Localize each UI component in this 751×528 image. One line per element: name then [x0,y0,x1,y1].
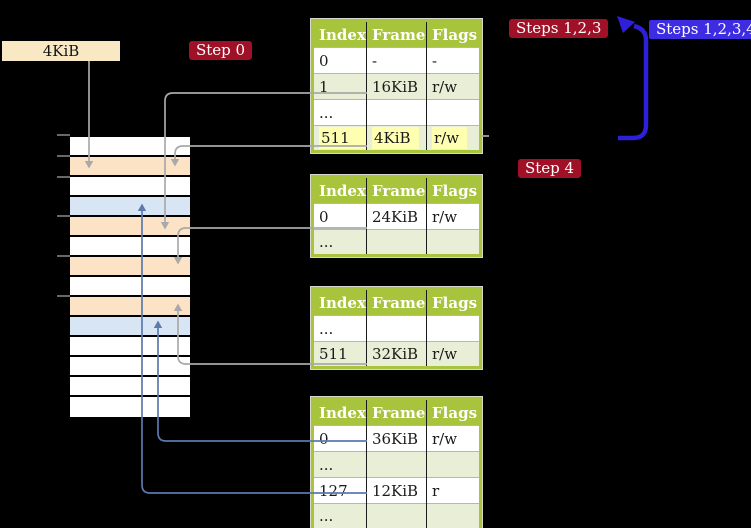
cell-index: 0 [312,47,367,74]
badge-step-4: Step 4 [518,159,582,178]
column-header-index: Index [312,288,367,316]
arrowhead-recursive-loop-arrow [617,16,635,33]
highlighted-value: 4KiB [371,127,419,149]
highlighted-value: 511 [319,127,366,149]
cell-index: 1 [312,73,367,100]
cell-frame [366,451,428,478]
memory-frame-row-6 [70,255,190,277]
column-header-flags: Flags [426,398,481,426]
memory-frame-row-12 [70,375,190,397]
cell-frame [366,503,428,528]
cell-index: 0 [312,203,367,230]
cell-flags [426,503,481,528]
memory-frame-row-1 [70,155,190,177]
cell-flags: - [426,47,481,74]
memory-frame-row-9 [70,315,190,337]
column-header-index: Index [312,20,367,48]
cell-flags: r/w [426,425,481,452]
cell-frame: 32KiB [366,341,428,368]
cell-index: ... [312,99,367,126]
column-header-frame: Frame [366,288,428,316]
cell-flags: r/w [426,203,481,230]
cell-frame: 24KiB [366,203,428,230]
cell-index: ... [312,315,367,342]
cell-index: ... [312,229,367,256]
column-header-index: Index [312,398,367,426]
cell-flags: r/w [426,341,481,368]
entry-row-dotsdotsdots: ... [312,229,481,256]
arrow-recursive-loop-arrow [618,23,649,141]
column-header-frame: Frame [366,176,428,204]
cell-index: 511 [312,125,367,152]
memory-frame-row-2 [70,175,190,197]
cell-frame: - [366,47,428,74]
badge-step-0: Step 0 [189,41,253,60]
badge-steps-1-2-3: Steps 1,2,3 [509,19,609,38]
entry-row-dotsdotsdots: ... [312,99,481,126]
memory-frame-row-8 [70,295,190,317]
cr3-frame-label: 4KiB [2,41,120,61]
cell-frame [366,315,428,342]
entry-row-dotsdotsdots: ... [312,451,481,478]
cell-flags: r/w [426,125,481,152]
entry-row-dotsdotsdots: ... [312,503,481,528]
cell-flags [426,229,481,256]
cell-frame: 16KiB [366,73,428,100]
column-header-frame: Frame [366,398,428,426]
cell-index: 127 [312,477,367,504]
cell-frame: 36KiB [366,425,428,452]
memory-frame-row-7 [70,275,190,297]
memory-frame-row-13 [70,395,190,417]
cell-flags: r [426,477,481,504]
column-header-index: Index [312,176,367,204]
memory-frame-row-11 [70,355,190,377]
highlighted-value: r/w [432,127,468,149]
cell-flags: r/w [426,73,481,100]
column-header-flags: Flags [426,20,481,48]
cell-index: ... [312,503,367,528]
cell-flags [426,451,481,478]
cell-index: 0 [312,425,367,452]
memory-frame-row-4 [70,215,190,237]
badge-steps-1-2-3-4: Steps 1,2,3,4 [649,20,751,39]
memory-frame-row-5 [70,235,190,257]
entry-row-0: 0-- [312,47,481,74]
column-header-frame: Frame [366,20,428,48]
cell-frame: 12KiB [366,477,428,504]
memory-frame-row-10 [70,335,190,357]
memory-frame-row-3 [70,195,190,217]
column-header-flags: Flags [426,176,481,204]
entry-row-dotsdotsdots: ... [312,315,481,342]
physical-memory-column [70,135,190,417]
cell-index: ... [312,451,367,478]
column-header-flags: Flags [426,288,481,316]
cell-frame [366,99,428,126]
cell-frame [366,229,428,256]
cell-index: 511 [312,341,367,368]
cell-flags [426,99,481,126]
cell-frame: 4KiB [366,125,428,152]
cell-flags [426,315,481,342]
memory-frame-row-0 [70,135,190,157]
